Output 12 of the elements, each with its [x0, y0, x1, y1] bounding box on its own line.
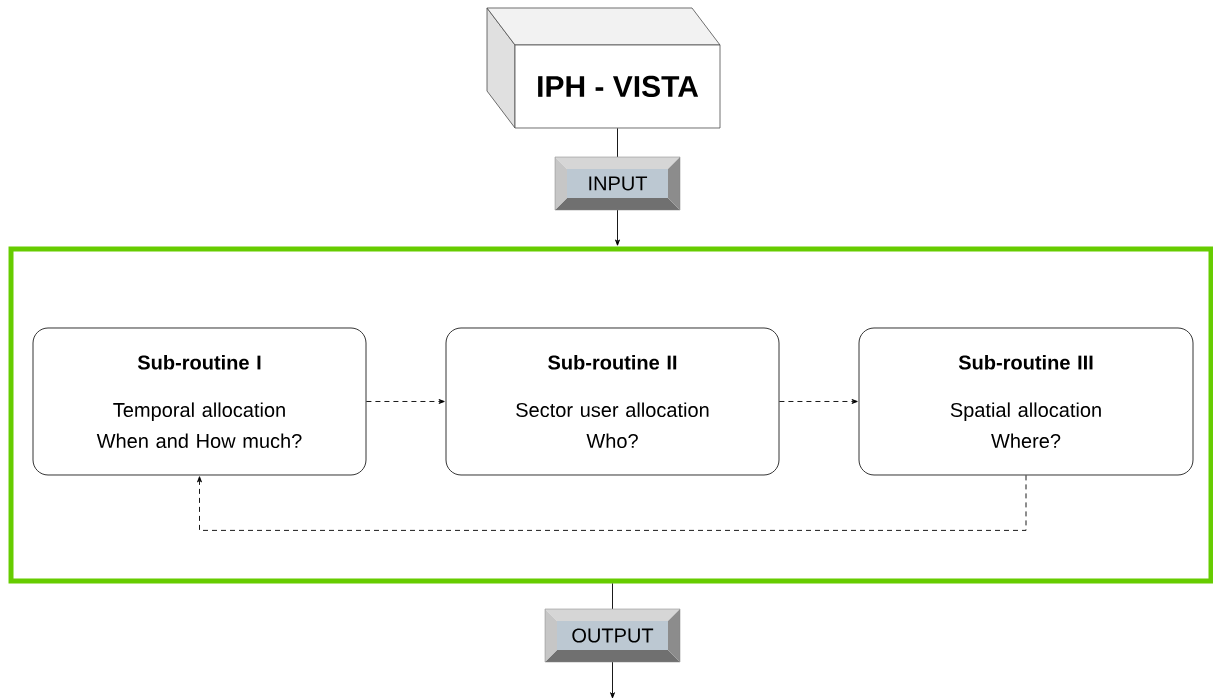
- cube-box: IPH - VISTA: [486, 7, 721, 129]
- arrow: [615, 209, 620, 246]
- process-box: Sub-routine I Temporal allocation When and How much?: [32, 327, 367, 476]
- arrow: [365, 399, 445, 404]
- process-box: Sub-routine III Spatial allocation Where?: [858, 327, 1194, 476]
- arrow: [778, 399, 858, 404]
- bevel-button: INPUT: [554, 156, 681, 211]
- bevel-button: OUTPUT: [544, 608, 681, 663]
- frame-box: [8, 246, 1213, 584]
- arrow: [610, 661, 615, 699]
- process-box: Sub-routine II Sector user allocation Who?: [445, 327, 780, 476]
- arrow: [197, 474, 1027, 531]
